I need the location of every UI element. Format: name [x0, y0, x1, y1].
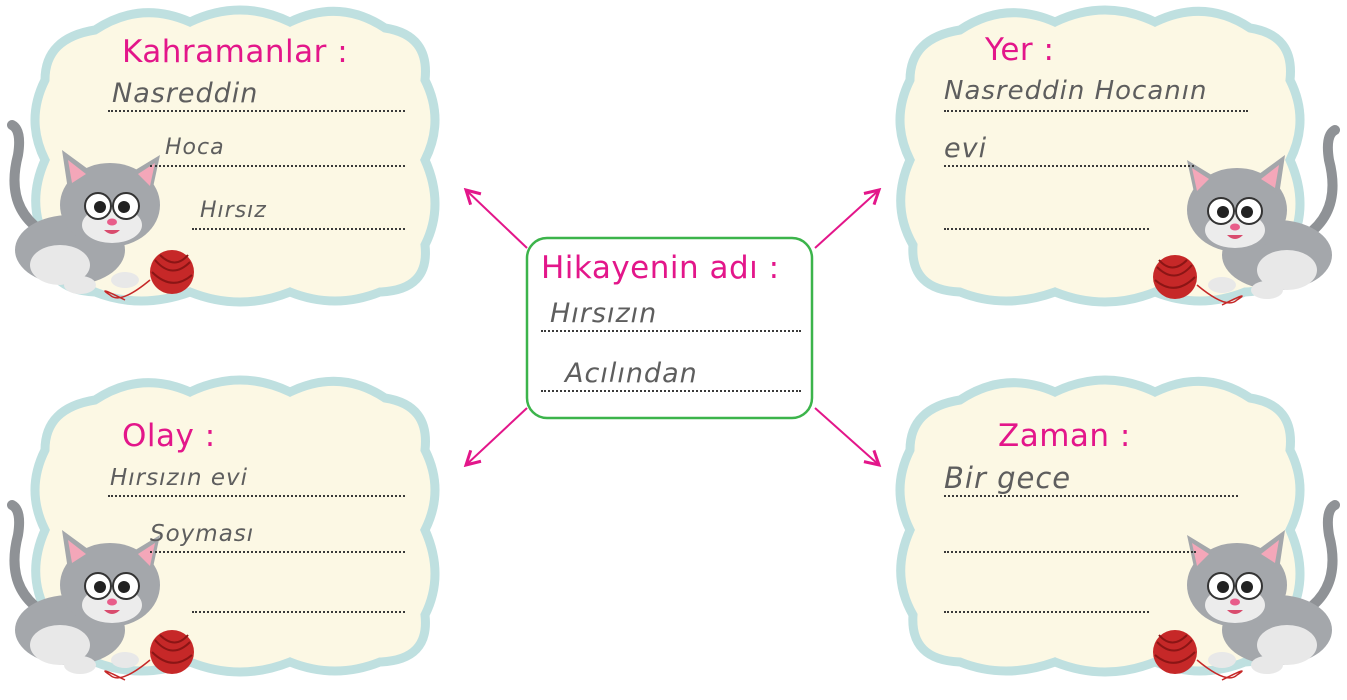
place-line-3[interactable] — [944, 228, 1149, 230]
story-title-line-2[interactable] — [541, 390, 801, 392]
place-line-2[interactable] — [944, 165, 1194, 167]
story-title-answer-1: Hırsızın — [550, 298, 658, 329]
place-answer-1: Nasreddin Hocanın — [944, 76, 1208, 106]
time-line-2[interactable] — [944, 551, 1196, 553]
cat-with-yarn-icon — [1153, 500, 1340, 681]
characters-line-2[interactable] — [150, 165, 405, 167]
characters-label: Kahramanlar : — [122, 34, 349, 70]
story-title-line-1[interactable] — [541, 330, 801, 332]
event-answer-2: Soyması — [150, 521, 255, 547]
event-line-1[interactable] — [108, 495, 405, 497]
event-line-2[interactable] — [150, 551, 405, 553]
arrow-icon-bottom-left — [466, 407, 528, 465]
event-label: Olay : — [122, 418, 216, 454]
place-answer-2: evi — [944, 133, 988, 164]
place-label: Yer : — [985, 32, 1055, 68]
story-title-answer-2: Acılından — [565, 358, 698, 389]
characters-line-3[interactable] — [192, 228, 405, 230]
characters-answer-1: Nasreddin — [112, 78, 259, 109]
time-line-3[interactable] — [944, 611, 1149, 613]
event-answer-1: Hırsızın evi — [110, 465, 249, 491]
cat-with-yarn-icon — [7, 500, 194, 681]
time-label: Zaman : — [998, 418, 1131, 454]
time-line-1[interactable] — [944, 495, 1238, 497]
characters-answer-3: Hırsız — [200, 198, 267, 223]
story-title-label: Hikayenin adı : — [541, 250, 780, 286]
cat-with-yarn-icon — [7, 120, 194, 301]
arrow-icon-top-right — [814, 190, 879, 249]
arrow-icon-bottom-right — [814, 407, 879, 465]
place-line-1[interactable] — [944, 110, 1248, 112]
characters-line-1[interactable] — [108, 110, 405, 112]
event-line-3[interactable] — [192, 611, 405, 613]
characters-answer-2: Hoca — [165, 135, 225, 160]
cat-with-yarn-icon — [1153, 125, 1340, 306]
center-title-box — [525, 236, 814, 420]
arrow-icon-top-left — [466, 190, 528, 249]
time-answer-1: Bir gece — [944, 461, 1072, 495]
